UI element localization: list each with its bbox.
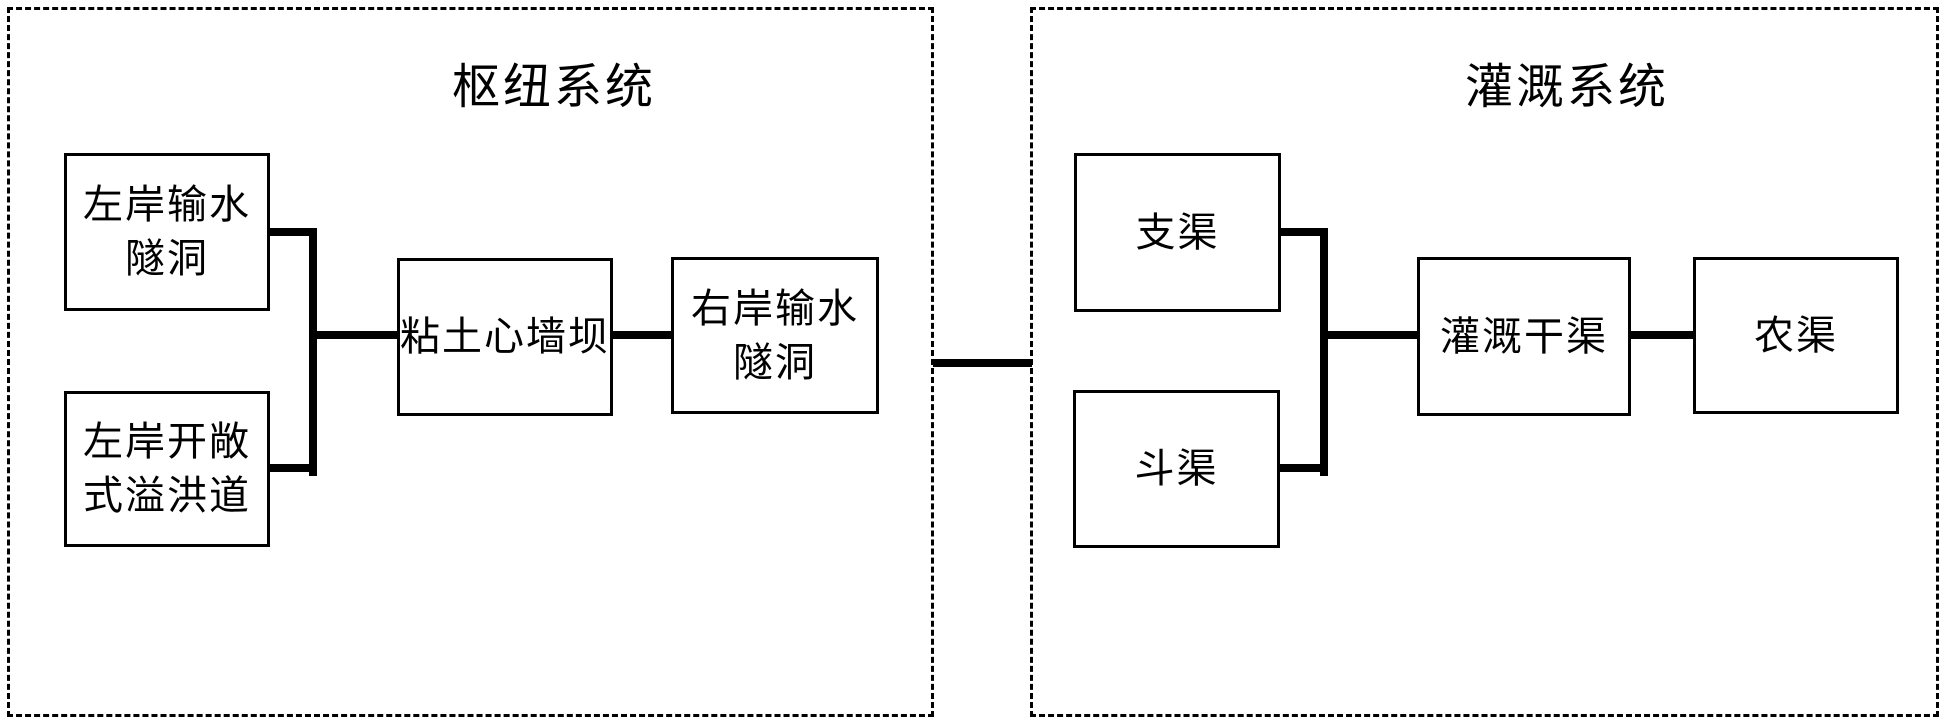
connector-dam-to-right-tunnel — [611, 331, 673, 339]
irrigation-system-boundary — [1030, 7, 1939, 717]
connector-irrigation-to-main-canal — [1320, 331, 1419, 339]
clay-core-dam-box: 粘土心墙坝 — [397, 258, 613, 416]
connector-lateral-canal-stub — [1278, 464, 1328, 472]
hub-system-title: 枢纽系统 — [452, 61, 657, 114]
connector-main-to-farm-canal — [1629, 331, 1695, 339]
left-bank-spillway-box: 左岸开敞 式溢洪道 — [64, 391, 270, 547]
farm-canal-box: 农渠 — [1693, 257, 1899, 414]
connector-spillway-stub — [267, 464, 317, 472]
irrigation-system-title: 灌溉系统 — [1465, 61, 1670, 114]
right-bank-tunnel-box: 右岸输水 隧洞 — [671, 257, 879, 414]
main-canal-box: 灌溉干渠 — [1417, 257, 1631, 416]
lateral-canal-box: 斗渠 — [1073, 390, 1280, 548]
connector-hub-to-dam — [309, 331, 399, 339]
connector-branch-canal-stub — [1278, 228, 1328, 236]
hub-system-boundary — [7, 7, 934, 717]
connector-irrigation-vertical — [1320, 228, 1328, 476]
connector-left-tunnel-stub — [267, 228, 317, 236]
connector-hub-vertical — [309, 228, 317, 476]
connector-hub-to-irrigation — [933, 359, 1032, 367]
branch-canal-box: 支渠 — [1074, 153, 1281, 312]
left-bank-tunnel-box: 左岸输水 隧洞 — [64, 153, 270, 311]
